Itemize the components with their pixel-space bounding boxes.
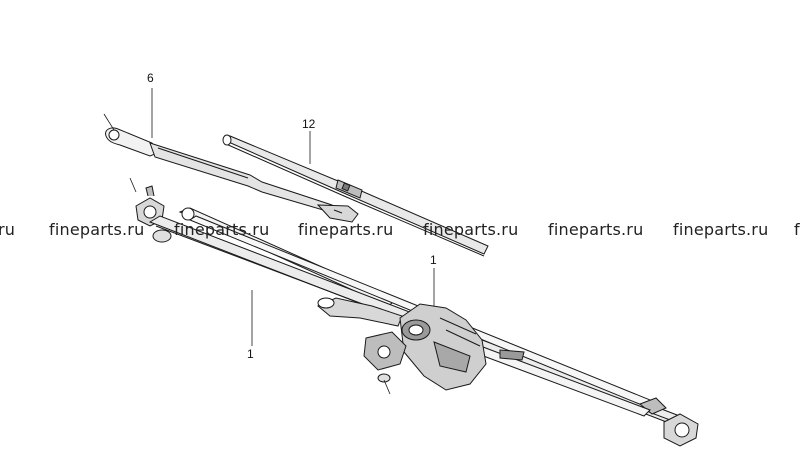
watermark-3: fineparts.ru (298, 220, 394, 239)
leader-lines (103, 88, 435, 395)
callout-6: 6 (147, 71, 154, 85)
callout-1-motor: 1 (430, 253, 437, 267)
watermark-partial-left: ru (0, 220, 16, 239)
wiper-arm (105, 127, 359, 223)
callout-12: 12 (302, 117, 316, 131)
watermark-4: fineparts.ru (423, 220, 519, 239)
wiper-motor (317, 297, 525, 391)
watermark-1: fineparts.ru (49, 220, 145, 239)
watermark-partial-right: f (794, 220, 800, 239)
wiper-blade (222, 134, 489, 257)
watermark-2: fineparts.ru (174, 220, 270, 239)
callout-1-linkage: 1 (247, 347, 254, 361)
watermark-6: fineparts.ru (673, 220, 769, 239)
watermark-5: fineparts.ru (548, 220, 644, 239)
